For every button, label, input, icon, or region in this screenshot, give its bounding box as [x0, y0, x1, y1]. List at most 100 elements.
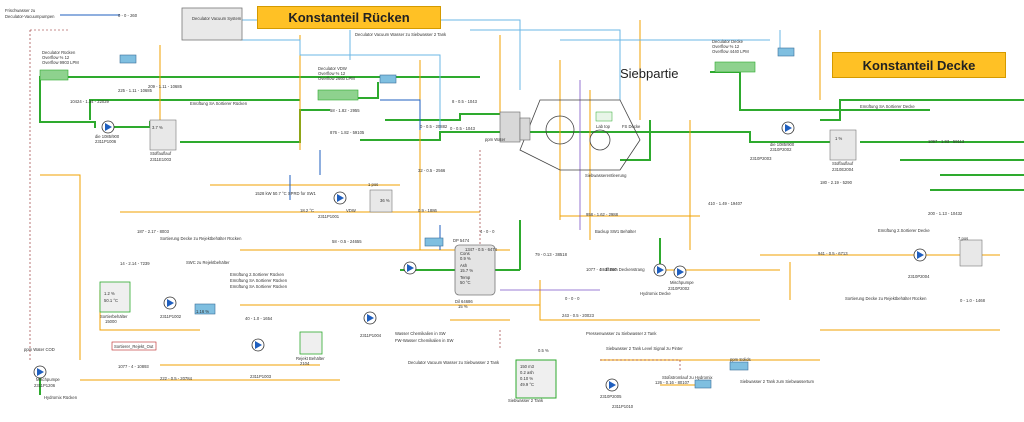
rejekt-behaelter[interactable]: Rejekt Behälter 2104 [296, 331, 325, 366]
pump-d-rate: die 1085/900 [770, 142, 795, 147]
deculator-vdw-label: Deculator VDW [318, 66, 347, 71]
mischpumpe-d: Mischpumpe [670, 280, 694, 285]
decul-vac-label: Deculator Vacuum Wasser zu Siebwasser 2 … [355, 32, 447, 37]
sorting-id: 15000 [105, 319, 117, 324]
flow-tag: 876 - 1.82 - 59105 [330, 130, 365, 135]
stoffauflauf-decke[interactable]: Stoffauflauf 2310E2004 [829, 129, 857, 172]
overflow-a: Overflow % 12 [42, 55, 70, 60]
sortierer-rejekt-box[interactable]: Sortierer_Rejekt_Out [111, 341, 157, 351]
pump-id-labels: 2311P1001 2311P1002 2311P1003 2311P1004 … [160, 156, 930, 409]
overflow-b: Overflow % 12 [318, 71, 346, 76]
pump-id: 2311P1003 [250, 374, 272, 379]
pump-chem[interactable] [363, 311, 377, 325]
hx-blocks [194, 237, 749, 389]
sort-r-level: 1.2 % [104, 291, 115, 296]
banner-ruecken-text: Konstanteil Rücken [288, 10, 410, 25]
fs-decke: FS Decke [622, 124, 641, 129]
siebwasser2-tank[interactable]: 150 m3 0.2 ash 0.10 % 49.9 °C Siebwasser… [508, 359, 557, 403]
pump-r1[interactable] [101, 120, 115, 134]
tank-d: Dil 64686 [455, 299, 473, 304]
deculator-pumps: Deculator-Vacuumpumpen [5, 14, 55, 19]
small-val: 7 pos [958, 236, 968, 241]
deculator-decke[interactable]: Deculator Decke Overflow % 12 Overflow 4… [712, 39, 756, 73]
small-val: Stoßstromlauf zu Hydromix [662, 375, 713, 380]
flow-tag: 32 - 0.5 - 2566 [418, 168, 446, 173]
vacuum-system-label: Deculator Vacuum System [192, 16, 242, 21]
tank-d-sub: 15 % [458, 304, 468, 309]
screen-r-vals: 3.7 % [152, 125, 163, 130]
small-val: 1.16 % [196, 309, 209, 314]
sw-sw: Siebwasser 2 Tank zum Siebwassertum [740, 379, 814, 384]
pump-sw2[interactable] [605, 378, 619, 392]
pump-id: 2311P1001 [318, 214, 340, 219]
emuls-r-label: Emüftung SA Sortierer Rücken [190, 101, 248, 106]
deculator-ruecken[interactable]: Deculator Rücken Overflow % 12 Overflow … [39, 50, 79, 81]
flow-tag: 180 - 2.19 - 5290 [820, 180, 853, 185]
flow-tag: 1347 - 0.5 - 6474 [465, 247, 498, 252]
screen-right[interactable] [959, 239, 983, 267]
small-val: 0.5 % [538, 348, 549, 353]
tank-temp: Temp [460, 275, 471, 280]
emuls-d-label: Emüftung SA Sortierer Decke [860, 104, 915, 109]
stoffauflauf-r-label: Stoffauflauf [150, 151, 172, 156]
deculator-ruecken-label: Deculator Rücken [42, 50, 76, 55]
pump-right[interactable] [913, 248, 927, 262]
banner-konstanteil-ruecken: Konstanteil Rücken [257, 6, 441, 29]
hydromix-r: Hydromix Rücken [44, 395, 78, 400]
sort-r-temp: 50.1 °C [104, 298, 118, 303]
deculator-vdw[interactable]: Deculator VDW Overflow % 12 Overflow 266… [317, 66, 359, 101]
overflow-c: Overflow % 12 [712, 44, 740, 49]
pump-hydro-d[interactable] [653, 263, 667, 277]
lab-box[interactable]: Lab top [595, 111, 613, 129]
sw2-a: 0.2 ash [520, 370, 534, 375]
pump-r1-id: 2311P1006 [95, 139, 117, 144]
rejekt-id: 2104 [300, 361, 310, 366]
flow-tag: 0.9 - 1886 [418, 208, 438, 213]
central-tank[interactable]: Cons 0.9 % Ash 15.7 % Temp 50 °C Dil 646… [453, 238, 496, 309]
stoff-deck-ent: Stoff zum Deckenstrang [600, 267, 645, 272]
flow-tag: 200 - 1.13 - 10432 [928, 211, 963, 216]
pump-d1[interactable] [781, 121, 795, 135]
pump-rejekt[interactable] [251, 338, 265, 352]
pump-sort[interactable] [163, 296, 177, 310]
flow-tag: 40 - 1.0 - 1654 [245, 316, 273, 321]
flow-tag: 126 - 0.16 - 80107 [655, 380, 690, 385]
small-val: 1 pos [368, 182, 378, 187]
purple-lines [500, 80, 600, 291]
frischwasser: Frischwasser zu [5, 8, 36, 13]
vacuum-system[interactable]: Deculator Vacuum System [181, 7, 243, 41]
pump-misch-r[interactable] [33, 365, 47, 379]
siebpartie-machine[interactable] [499, 99, 641, 171]
fw-chem: FW-Wasser Chemikalien in SW [395, 338, 453, 343]
section-siebpartie-text: Siebpartie [620, 66, 679, 81]
pump-vdw[interactable] [333, 191, 347, 205]
pump-id: 2311P1004 [360, 333, 382, 338]
sw2-label: Siebwasser 2 Tank [508, 398, 544, 403]
tank-ash: Ash [460, 263, 468, 268]
mischpumpe-r: Mischpumpe [36, 377, 60, 382]
banner-decke-text: Konstanteil Decke [862, 57, 976, 73]
flow-tag: 58 - 1.82 - 2955 [330, 108, 360, 113]
stoffauflauf-ruecken[interactable]: Stoffauflauf 3.7 % 2311E1003 [149, 119, 177, 162]
flow-tag: 243 - 0.5 - 20023 [562, 313, 595, 318]
small-val: ppm Solids [730, 357, 751, 362]
pump-misch-d[interactable] [673, 265, 687, 279]
small-val: 36 % [380, 198, 390, 203]
pump-id: 2311P1010 [612, 404, 634, 409]
small-val: 18.2 °C [300, 208, 314, 213]
sortierbehaelter[interactable]: 1.2 % 50.1 °C Sortierbehälter 15000 [99, 281, 131, 324]
rejekt-label: Rejekt Behälter [296, 356, 325, 361]
pump-center[interactable] [403, 261, 417, 275]
vdw-tank[interactable]: VDW [346, 189, 393, 213]
tank-ash-val: 15.7 % [460, 268, 473, 273]
flow-tag: 79 - 0.13 - 38518 [535, 252, 568, 257]
pumps[interactable] [33, 120, 927, 392]
emuls-sa-sort-b: Emüftung SA Sortierer Rücken [230, 284, 288, 289]
pump-id: 2311P1002 [160, 314, 182, 319]
emuls-2sort: Emüftung 2.Sortierer Rücken [230, 272, 285, 277]
lab-label: Lab top [596, 124, 611, 129]
small-val: ppm Water [485, 137, 506, 142]
sw-rejekt: Sortierung Decke zu Rejektbehälter Rücke… [160, 236, 242, 241]
small-values: 18.2 °C 1 pos 36 % 1 % ppm Water COD ppm… [24, 136, 968, 380]
sw-level: Siebwasser 2 Tank Level Signal zu Pinter [606, 346, 683, 351]
